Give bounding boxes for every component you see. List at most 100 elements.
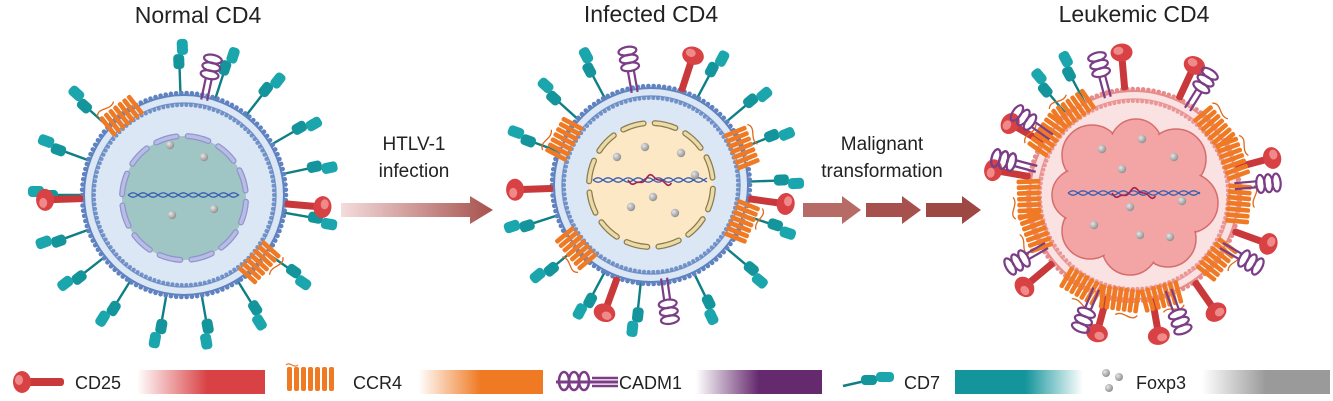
cd7-receptor	[695, 50, 730, 100]
cell-title-infected: Infected CD4	[584, 1, 718, 27]
foxp3-protein	[199, 152, 209, 162]
ccr4-receptor-icon	[285, 363, 334, 391]
dna-strand	[127, 192, 240, 198]
dna-strand	[1067, 186, 1201, 200]
legend-label-cd7: CD7	[904, 373, 940, 393]
cd7-receptor	[748, 174, 805, 190]
legend-label-foxp3: Foxp3	[1136, 373, 1186, 393]
transformation-arrow-1	[803, 196, 861, 224]
flower-nucleus	[1051, 118, 1219, 276]
foxp3-protein	[1117, 164, 1127, 174]
cd7-molecule-icon	[842, 372, 894, 388]
foxp3-protein	[1125, 202, 1135, 212]
cd7-receptor	[266, 251, 312, 291]
infection-step: HTLV-1 infection	[341, 134, 493, 224]
foxp3-dots-icon	[1102, 369, 1123, 392]
cd7-receptor	[529, 247, 577, 284]
foxp3-protein	[690, 170, 700, 180]
ccr4-receptor	[1098, 284, 1141, 319]
infected-cd4-cell	[503, 45, 805, 337]
nucleus	[122, 136, 246, 260]
ccr4-receptor	[724, 199, 765, 244]
leukemic-cd4-cell	[984, 43, 1282, 345]
foxp3-protein	[1165, 232, 1175, 242]
legend-label-cadm1: CADM1	[619, 373, 682, 393]
cd25-receptor	[593, 276, 621, 323]
cd7-receptor	[503, 214, 559, 234]
legend-label-ccr4: CCR4	[353, 373, 402, 393]
infection-arrow	[341, 196, 493, 224]
cd25-receptor	[1147, 298, 1170, 345]
cd7-receptor	[214, 47, 240, 100]
cd7-receptor	[68, 85, 110, 129]
foxp3-protein	[1097, 144, 1107, 154]
dna-strand	[592, 173, 708, 187]
cd25-receptor	[1192, 279, 1227, 322]
cd7-receptor	[507, 125, 560, 153]
foxp3-protein	[1089, 220, 1099, 230]
transformation-arrow-2	[866, 196, 921, 224]
legend-bar-ccr4	[418, 370, 543, 394]
cd7-receptor	[270, 116, 323, 146]
cadm1-receptor	[1070, 287, 1100, 334]
foxp3-protein	[1169, 152, 1179, 162]
foxp3-protein	[670, 208, 680, 218]
foxp3-protein	[640, 142, 650, 152]
legend-item-cadm1: CADM1	[556, 370, 822, 394]
legend-item-cd25: CD25	[13, 370, 265, 394]
cd7-receptor	[37, 134, 90, 162]
cd7-receptor	[692, 272, 719, 326]
foxp3-protein	[648, 192, 658, 202]
foxp3-protein	[1177, 196, 1187, 206]
cd25-receptor-icon	[13, 371, 64, 393]
legend-item-foxp3: Foxp3	[1102, 369, 1330, 394]
cadm1-molecule-icon	[556, 370, 618, 392]
cd7-receptor	[572, 270, 607, 320]
cadm1-receptor	[990, 148, 1038, 173]
cadm1-receptor	[1234, 172, 1282, 195]
cadm1-receptor	[1219, 241, 1265, 276]
transformation-label-line2: transformation	[821, 161, 942, 182]
cd7-receptor	[173, 38, 188, 95]
foxp3-protein	[167, 210, 177, 220]
legend-label-cd25: CD25	[75, 373, 121, 393]
foxp3-protein	[612, 152, 622, 162]
foxp3-protein	[1137, 134, 1147, 144]
cadm1-receptor	[1164, 288, 1193, 336]
cadm1-receptor	[617, 45, 641, 94]
legend-bar-cd25	[137, 370, 265, 394]
proviral-dna	[627, 173, 673, 187]
cd7-receptor	[626, 282, 644, 337]
infection-label-line2: infection	[379, 161, 450, 182]
cd25-receptor	[506, 178, 554, 201]
cd25-receptor	[747, 192, 795, 215]
foxp3-protein	[676, 148, 686, 158]
legend-bar-cadm1	[696, 370, 822, 394]
cadm1-receptor	[199, 53, 223, 101]
cd7-receptor	[236, 280, 267, 331]
foxp3-protein	[1135, 230, 1145, 240]
cd25-receptor	[1014, 260, 1055, 298]
legend-bar-cd7	[955, 370, 1083, 394]
cd7-receptor	[245, 72, 286, 117]
membrane	[549, 83, 753, 287]
transformation-step: Malignant transformation	[803, 134, 981, 224]
ccr4-receptor	[96, 94, 144, 137]
cd25-receptor	[1232, 228, 1278, 255]
cd7-receptor	[1031, 68, 1068, 116]
cd7-receptor	[725, 86, 773, 123]
cd25-receptor	[36, 188, 84, 211]
ccr4-receptor	[1225, 183, 1258, 225]
cd7-receptor	[200, 294, 214, 350]
legend-item-cd7: CD7	[842, 370, 1083, 394]
cd7-receptor	[35, 228, 90, 250]
ccr4-receptor	[555, 226, 598, 273]
foxp3-protein	[626, 202, 636, 212]
ccr4-receptor	[1048, 88, 1096, 130]
cadm1-receptor	[657, 277, 680, 326]
cd25-receptor	[1110, 43, 1133, 91]
cd7-receptor	[537, 77, 579, 121]
transformation-label-line1: Malignant	[841, 134, 924, 155]
cadm1-receptor	[1087, 51, 1112, 99]
